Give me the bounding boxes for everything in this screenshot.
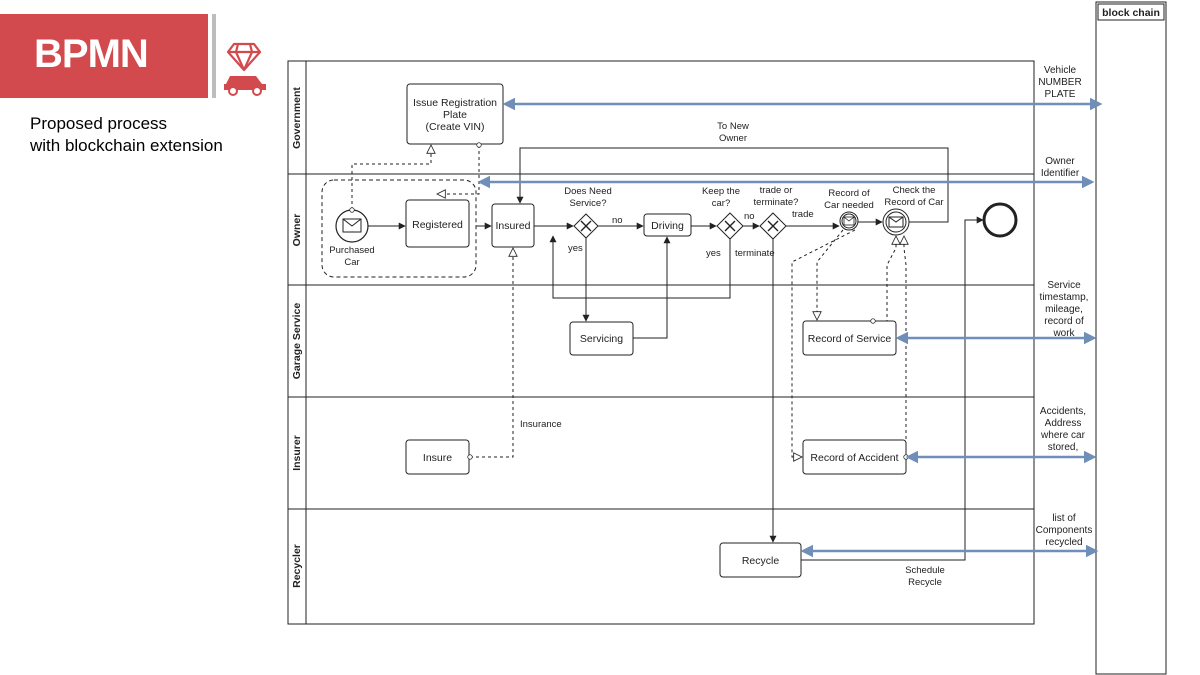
message-flows bbox=[352, 145, 906, 457]
note-service-2: timestamp, bbox=[1040, 292, 1089, 303]
subtitle-line-2: with blockchain extension bbox=[30, 136, 223, 155]
task-insured: Insured bbox=[491, 203, 535, 248]
note-service-4: record of bbox=[1044, 316, 1084, 327]
task-record-of-accident: Record of Accident bbox=[802, 439, 907, 475]
svg-text:Insured: Insured bbox=[495, 220, 530, 232]
page-title: BPMN bbox=[34, 32, 149, 76]
blockchain-label: block chain bbox=[1102, 7, 1160, 19]
note-components-3: recycled bbox=[1045, 537, 1082, 548]
task-recycle: Recycle bbox=[719, 542, 802, 578]
svg-text:(Create VIN): (Create VIN) bbox=[426, 121, 485, 133]
note-components-1: list of bbox=[1052, 513, 1076, 524]
flow-label-no-1: no bbox=[612, 215, 623, 226]
note-service-5: work bbox=[1052, 328, 1075, 339]
subtitle-line-1: Proposed process bbox=[30, 114, 168, 133]
service-question-1: Does Need bbox=[564, 186, 612, 197]
flow-label-to-new-owner-2: Owner bbox=[719, 133, 747, 144]
note-components-2: Components bbox=[1036, 525, 1093, 536]
flow-label-to-new-owner-1: To New bbox=[717, 121, 749, 132]
service-question-2: Service? bbox=[570, 198, 607, 209]
note-owner-2: Identifier bbox=[1041, 168, 1080, 179]
note-vehicle-1: Vehicle bbox=[1044, 65, 1077, 76]
start-event-purchased-car bbox=[335, 209, 369, 243]
task-servicing: Servicing bbox=[569, 321, 634, 356]
flow-label-insurance: Insurance bbox=[520, 419, 562, 430]
note-owner-1: Owner bbox=[1045, 156, 1075, 167]
event-record-needed bbox=[839, 211, 859, 231]
gateway-trade-or-terminate bbox=[759, 212, 787, 240]
record-needed-label-2: Car needed bbox=[824, 200, 874, 211]
diamond-car-icon bbox=[224, 42, 266, 96]
keep-question-2: car? bbox=[712, 198, 730, 209]
sequence-flows bbox=[368, 147, 984, 561]
trade-question-2: terminate? bbox=[754, 197, 799, 208]
svg-text:Servicing: Servicing bbox=[580, 333, 623, 345]
note-vehicle-2: NUMBER bbox=[1038, 77, 1081, 88]
purchased-car-label-1: Purchased bbox=[329, 245, 374, 256]
svg-text:Plate: Plate bbox=[443, 109, 467, 121]
banner-divider bbox=[212, 14, 216, 98]
page-subtitle: Proposed process with blockchain extensi… bbox=[30, 113, 223, 157]
trade-question-1: trade or bbox=[760, 185, 793, 196]
check-record-label-2: Record of Car bbox=[884, 197, 943, 208]
svg-text:Record of Accident: Record of Accident bbox=[810, 452, 898, 464]
purchased-car-label-2: Car bbox=[344, 257, 359, 268]
note-accident-2: Address bbox=[1045, 418, 1082, 429]
svg-text:Record of Service: Record of Service bbox=[808, 333, 892, 345]
pool bbox=[287, 60, 1035, 625]
blockchain-arrows bbox=[477, 97, 1103, 558]
svg-text:Issue Registration: Issue Registration bbox=[413, 97, 497, 109]
flow-label-yes-1: yes bbox=[568, 243, 583, 254]
task-insure: Insure bbox=[405, 439, 470, 475]
flow-label-schedule-1: Schedule bbox=[905, 565, 945, 576]
blockchain-column bbox=[1095, 1, 1167, 675]
flow-label-no-2: no bbox=[744, 211, 755, 222]
svg-text:Driving: Driving bbox=[651, 220, 684, 232]
svg-text:Insure: Insure bbox=[423, 452, 452, 464]
svg-text:Registered: Registered bbox=[412, 219, 463, 231]
blockchain-header bbox=[1097, 3, 1165, 21]
flow-label-trade: trade bbox=[792, 209, 814, 220]
flow-label-schedule-2: Recycle bbox=[908, 577, 942, 588]
lane-label-insurer: Insurer bbox=[291, 435, 303, 471]
check-record-label-1: Check the bbox=[893, 185, 936, 196]
lane-label-owner: Owner bbox=[291, 214, 303, 247]
note-accident-4: stored, bbox=[1048, 442, 1079, 453]
note-accident-3: where car bbox=[1040, 430, 1086, 441]
gateway-needs-service bbox=[573, 213, 599, 239]
task-driving: Driving bbox=[643, 213, 692, 237]
note-service-3: mileage, bbox=[1045, 304, 1083, 315]
task-record-of-service: Record of Service bbox=[802, 320, 897, 356]
gateway-keep-car bbox=[716, 212, 744, 240]
lane-label-garage-service: Garage Service bbox=[291, 303, 303, 380]
record-needed-label-1: Record of bbox=[828, 188, 870, 199]
task-issue-registration: Issue Registration Plate (Create VIN) bbox=[406, 83, 504, 145]
task-registered: Registered bbox=[405, 199, 470, 248]
flow-label-yes-2: yes bbox=[706, 248, 721, 259]
svg-text:Recycle: Recycle bbox=[742, 555, 780, 567]
lane-label-recycler: Recycler bbox=[291, 544, 303, 588]
lane-label-government: Government bbox=[291, 87, 303, 149]
title-banner bbox=[0, 14, 208, 98]
note-accident-1: Accidents, bbox=[1040, 406, 1086, 417]
note-vehicle-3: PLATE bbox=[1045, 89, 1076, 100]
note-service-1: Service bbox=[1047, 280, 1081, 291]
keep-question-1: Keep the bbox=[702, 186, 740, 197]
event-check-record bbox=[882, 208, 910, 236]
flow-label-terminate: terminate bbox=[735, 248, 775, 259]
end-event bbox=[982, 202, 1018, 238]
